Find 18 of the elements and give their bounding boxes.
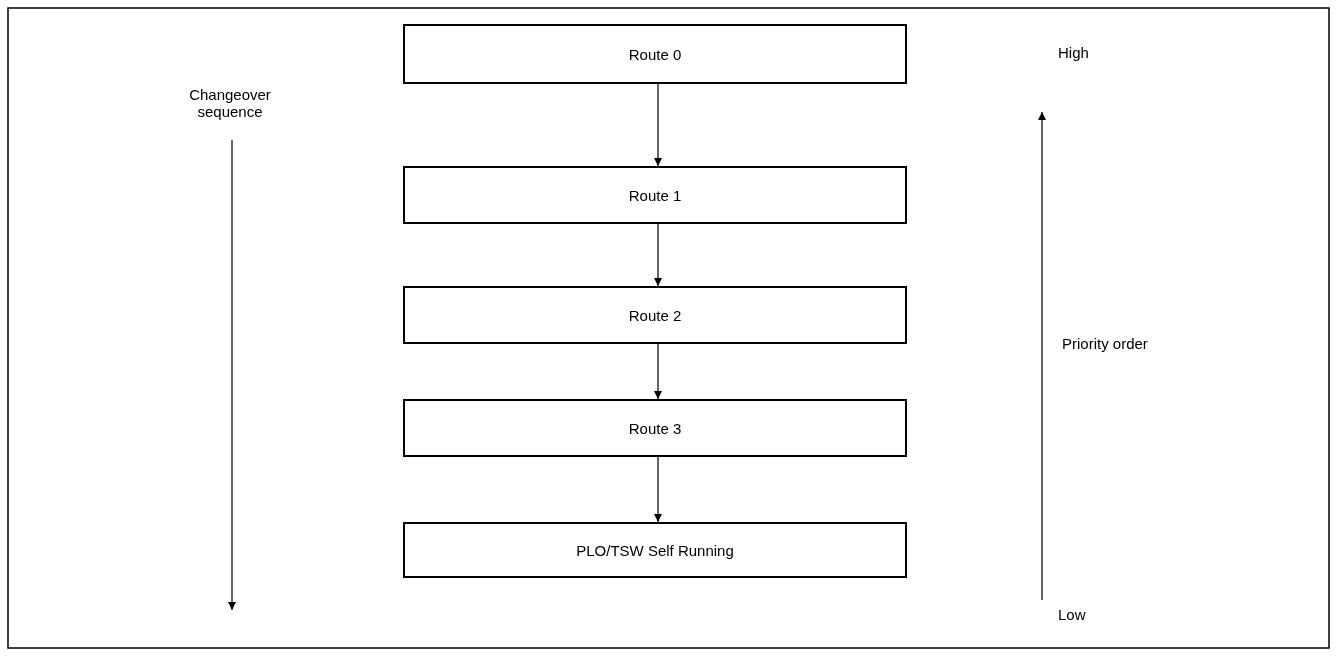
process-box [403, 522, 907, 578]
text-label: High [1058, 44, 1090, 61]
text-label: Changeover sequence [188, 86, 272, 120]
arrow [654, 343, 662, 400]
process-box [403, 399, 907, 457]
arrow [654, 83, 662, 167]
process-box [403, 24, 907, 84]
box-label: PLO/TSW Self Running [576, 541, 734, 559]
box-label: Route 1 [628, 186, 682, 204]
text-label: Low [1058, 606, 1087, 623]
text-label: Priority order [1062, 335, 1149, 352]
box-label: Route 2 [628, 306, 682, 324]
process-box [403, 166, 907, 224]
arrow [654, 456, 662, 523]
process-box [403, 286, 907, 344]
arrow [654, 223, 662, 287]
box-label: Route 0 [628, 45, 682, 63]
box-label: Route 3 [628, 419, 682, 437]
